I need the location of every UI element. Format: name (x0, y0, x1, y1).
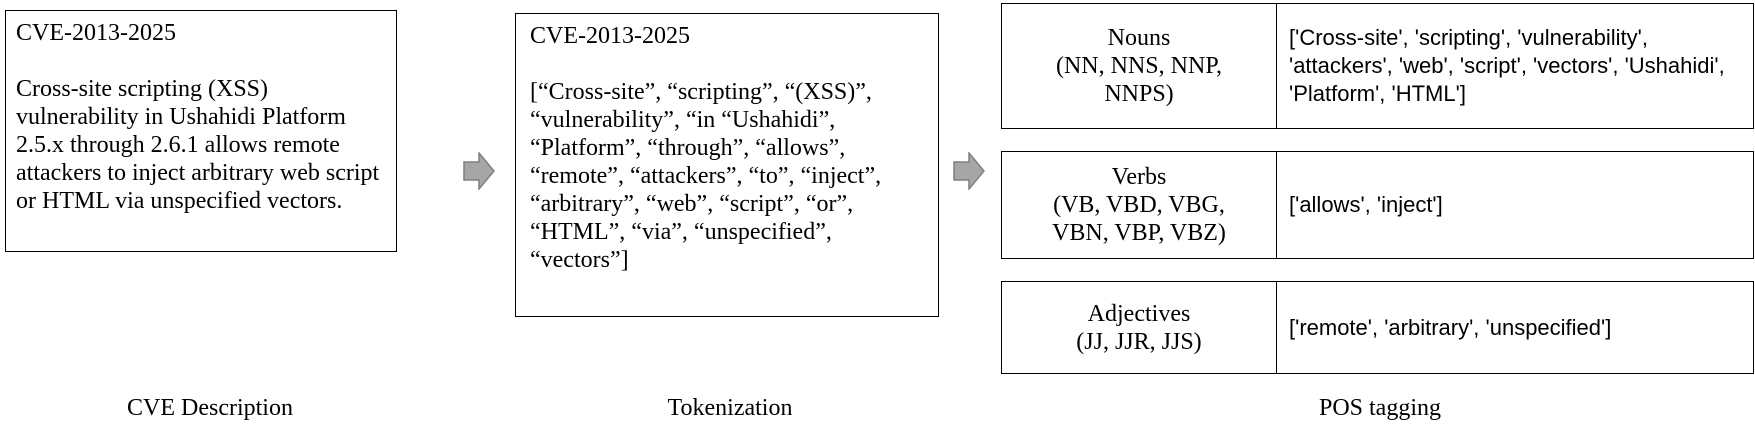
pos-label-verbs: Verbs (VB, VBD, VBG, VBN, VBP, VBZ) (1002, 152, 1277, 258)
tokenization-cve-id: CVE-2013-2025 (530, 23, 690, 49)
arrow-right-icon (953, 152, 985, 190)
description-cve-id: CVE-2013-2025 (16, 20, 176, 46)
pos-values-nouns: ['Cross-site', 'scripting', 'vulnerabili… (1289, 25, 1725, 106)
pos-values-adjectives: ['remote', 'arbitrary', 'unspecified'] (1289, 314, 1612, 340)
pos-values-verbs: ['allows', 'inject'] (1289, 192, 1443, 217)
tokenization-tokens: [“Cross-site”, “scripting”, “(XSS)”, “vu… (530, 79, 882, 273)
caption-cve-description: CVE Description (127, 395, 293, 421)
pos-label-adjectives: Adjectives (JJ, JJR, JJS) (1002, 282, 1277, 373)
pos-label-nouns: Nouns (NN, NNS, NNP, NNPS) (1002, 4, 1277, 128)
tokenization-box: CVE-2013-2025 [“Cross-site”, “scripting”… (515, 13, 939, 317)
arrow-right-icon (463, 152, 495, 190)
cve-description-box: CVE-2013-2025 Cross-site scripting (XSS)… (5, 10, 397, 252)
pos-row-nouns: Nouns (NN, NNS, NNP, NNPS) ['Cross-site'… (1001, 3, 1754, 129)
caption-pos-tagging: POS tagging (1318, 395, 1441, 421)
caption-tokenization: Tokenization (667, 395, 793, 421)
pos-row-adjectives: Adjectives (JJ, JJR, JJS) ['remote', 'ar… (1001, 281, 1754, 374)
description-text: Cross-site scripting (XSS) vulnerability… (16, 76, 380, 214)
pos-row-verbs: Verbs (VB, VBD, VBG, VBN, VBP, VBZ) ['al… (1001, 151, 1754, 259)
